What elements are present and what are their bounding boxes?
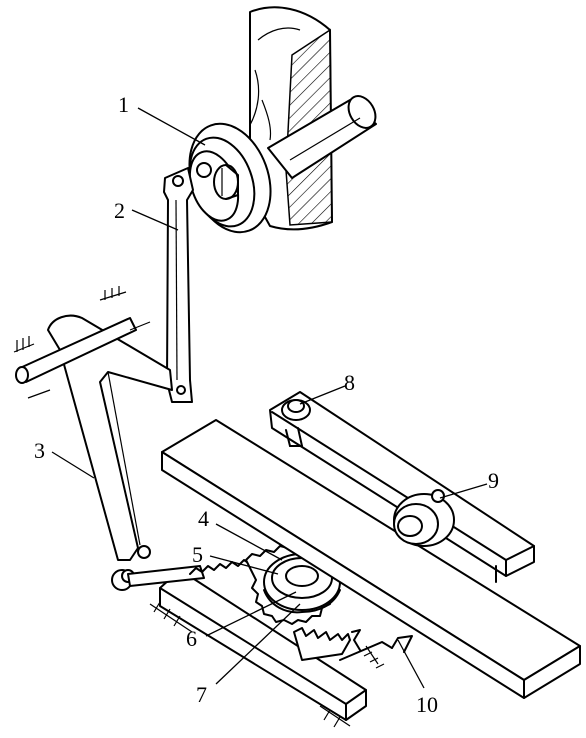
label-5: 5 [192,542,203,567]
bell-crank-lever [13,286,173,591]
drive-shaft [267,95,377,179]
label-2: 2 [114,198,125,223]
label-10: 10 [416,692,438,717]
label-6: 6 [186,626,197,651]
upper-link-arm [269,391,535,583]
label-8: 8 [344,370,355,395]
leader-lines [51,107,488,689]
label-3: 3 [34,438,45,463]
label-7: 7 [196,682,207,707]
part-labels: 1 2 3 4 5 6 7 8 9 10 [34,92,499,717]
label-4: 4 [198,506,209,531]
table-plate [161,419,581,699]
label-1: 1 [118,92,129,117]
rack-slider [127,549,367,728]
label-9: 9 [488,468,499,493]
connecting-rod [163,167,194,403]
eccentric-disc [188,122,272,234]
pawl [339,629,413,669]
